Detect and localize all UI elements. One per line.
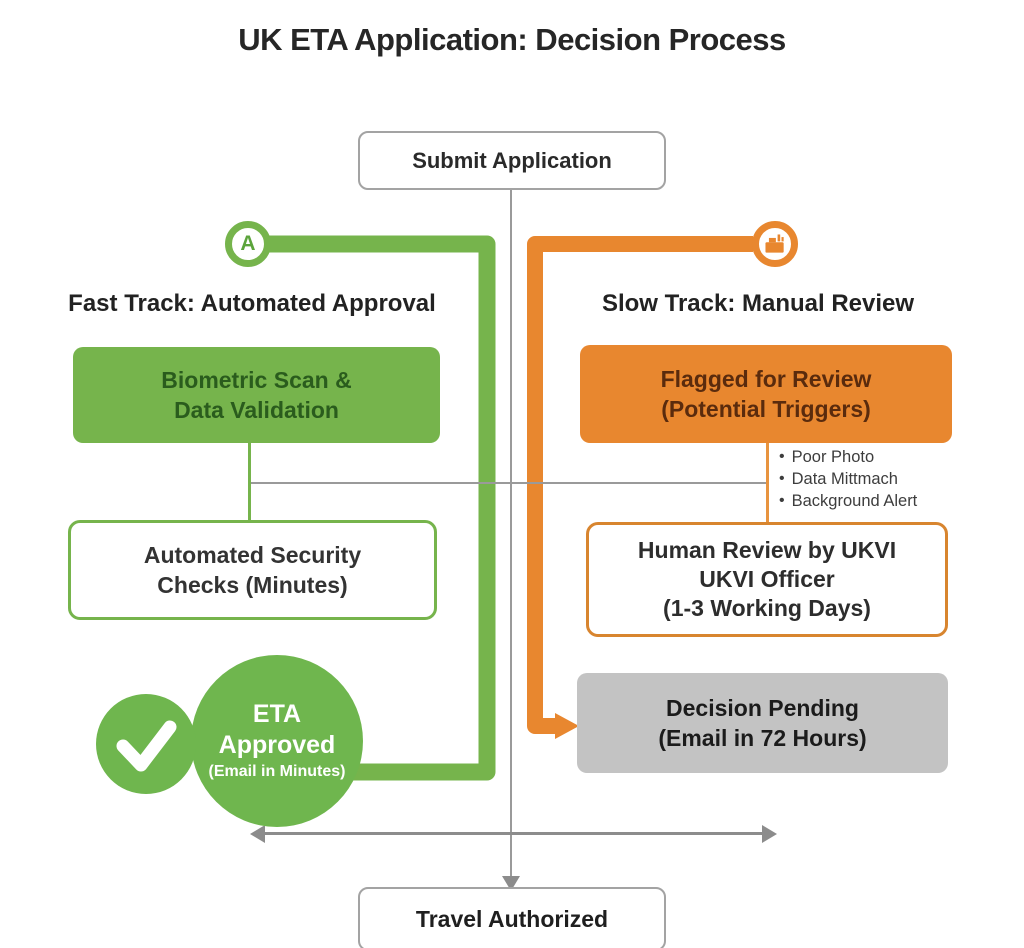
biometric-to-security-connector [248, 443, 251, 520]
flagged-line2: (Potential Triggers) [661, 396, 871, 422]
trigger-list: • Poor Photo • Data Mittmach • Backgroun… [779, 446, 1019, 512]
fast-track-heading: Fast Track: Automated Approval [68, 290, 436, 317]
bullet-icon: • [779, 470, 785, 487]
fast-track-badge: A [225, 221, 271, 267]
check-icon [116, 720, 177, 772]
cross-connector-line [250, 482, 768, 484]
security-line2: Checks (Minutes) [157, 572, 348, 598]
biometric-scan-node: Biometric Scan & Data Validation [73, 347, 440, 443]
trigger-text: Data Mittmach [791, 470, 898, 488]
submit-application-node: Submit Application [358, 131, 666, 190]
human-review-line2: UKVI Officer [699, 566, 835, 592]
slow-track-heading: Slow Track: Manual Review [601, 290, 915, 317]
page-title: UK ETA Application: Decision Process [238, 22, 786, 57]
approved-check-badge [96, 694, 196, 794]
bullet-icon: • [779, 492, 785, 509]
stamp-icon [765, 234, 784, 253]
center-flow-line [510, 190, 512, 876]
security-line1: Automated Security [143, 542, 362, 568]
arrow-right-icon [762, 825, 777, 843]
biometric-line2: Data Validation [174, 397, 339, 423]
list-item: • Poor Photo [779, 446, 1019, 468]
eta-approved-line1: ETA [252, 700, 302, 728]
flagged-to-review-connector [766, 443, 769, 522]
decision-line2: (Email in 72 Hours) [658, 725, 867, 751]
list-item: • Data Mittmach [779, 468, 1019, 490]
trigger-text: Background Alert [791, 492, 918, 510]
letter-a-badge-icon: A [240, 232, 256, 255]
arrow-left-icon [250, 825, 265, 843]
trigger-text: Poor Photo [791, 448, 875, 466]
human-review-line1: Human Review by UKVI [637, 537, 897, 563]
human-review-node: Human Review by UKVI UKVI Officer (1-3 W… [586, 522, 948, 637]
travel-authorized-label: Travel Authorized [415, 906, 609, 932]
submit-application-label: Submit Application [412, 147, 612, 173]
flagged-for-review-node: Flagged for Review (Potential Triggers) [580, 345, 952, 443]
flagged-line1: Flagged for Review [660, 366, 872, 392]
decision-line1: Decision Pending [666, 695, 859, 721]
orange-arrow-icon [555, 713, 579, 739]
biometric-line1: Biometric Scan & [161, 367, 352, 393]
list-item: • Background Alert [779, 490, 1019, 512]
bullet-icon: • [779, 448, 785, 465]
travel-authorized-node: Travel Authorized [358, 887, 666, 948]
security-checks-node: Automated Security Checks (Minutes) [68, 520, 437, 620]
bottom-span-line [264, 832, 764, 835]
eta-approved-node: ETA Approved (Email in Minutes) [191, 655, 363, 827]
decision-pending-node: Decision Pending (Email in 72 Hours) [577, 673, 948, 773]
eta-approved-line2: Approved [218, 731, 336, 759]
slow-track-badge [752, 221, 798, 267]
human-review-line3: (1-3 Working Days) [663, 595, 871, 621]
eta-approved-line3: (Email in Minutes) [208, 763, 346, 780]
